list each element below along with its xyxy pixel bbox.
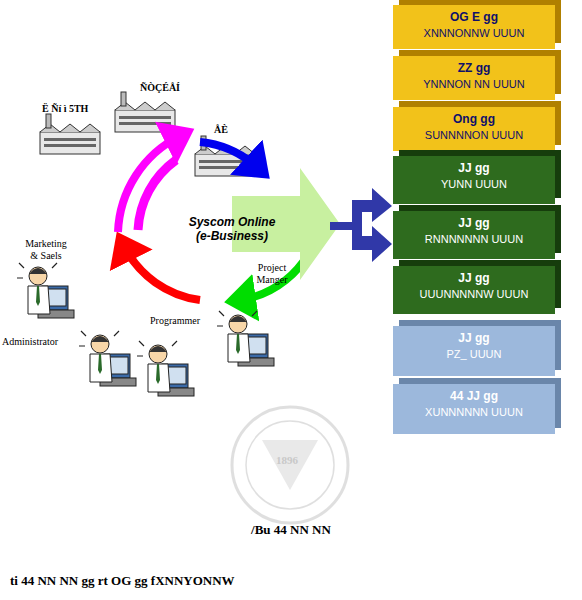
label: Administrator (2, 336, 58, 347)
module-box: ZZ ggYNNNON NN UUUN (393, 56, 555, 100)
module-box: JJ ggYUNN UUUN (393, 156, 555, 204)
label: 1896 (276, 454, 298, 466)
person (17, 263, 74, 318)
box-heading: JJ gg (397, 271, 551, 287)
module-box: JJ ggPZ_ UUUN (393, 326, 555, 376)
ring-arrow (124, 246, 200, 300)
caption: /Bu 44 NN NN (251, 522, 331, 538)
label: Ë Ñí ì 5TH (42, 103, 88, 114)
box-text: YNNNON NN UUUN (397, 77, 551, 91)
box-text: RNNNNNNN UUUN (397, 232, 551, 246)
person (137, 341, 194, 396)
box-text: YUNN UUUN (397, 177, 551, 191)
fork-arrow (330, 188, 392, 262)
ring-arrow (118, 136, 180, 232)
box-text: UUUNNNNNW UUUN (397, 287, 551, 301)
module-box: Ong ggSUNNNNON UUUN (393, 107, 555, 151)
label: ti 44 NN NN gg rt OG gg fXNNYONNW (10, 573, 235, 589)
label: ÅÈ (214, 124, 228, 135)
person (217, 311, 274, 366)
module-box: 44 JJ ggXUNNNNNN UUUN (393, 384, 555, 434)
label: Syscom Online (e-Business) (182, 216, 282, 244)
box-text: XUNNNNNN UUUN (397, 405, 551, 419)
box-text: SUNNNNON UUUN (397, 128, 551, 142)
label: ÑÒÇÉÅÍ (140, 82, 180, 93)
box-text: PZ_ UUUN (397, 347, 551, 361)
label: Programmer (150, 315, 200, 326)
label: Marketing & Saels (21, 238, 71, 261)
factory (115, 92, 175, 132)
box-heading: OG E gg (397, 10, 551, 26)
box-heading: JJ gg (397, 216, 551, 232)
box-heading: 44 JJ gg (397, 389, 551, 405)
module-box: OG E ggXNNNONNW UUUN (393, 5, 555, 49)
logo-watermark (232, 407, 348, 523)
box-heading: ZZ gg (397, 61, 551, 77)
box-heading: JJ gg (397, 161, 551, 177)
box-text: XNNNONNW UUUN (397, 26, 551, 40)
box-heading: JJ gg (397, 331, 551, 347)
box-heading: Ong gg (397, 112, 551, 128)
module-box: JJ ggUUUNNNNNW UUUN (393, 266, 555, 314)
person (79, 331, 136, 386)
factory (40, 114, 100, 154)
label: Project Manger (249, 262, 295, 285)
module-box: JJ ggRNNNNNNN UUUN (393, 211, 555, 259)
ring-arrow (200, 142, 258, 168)
